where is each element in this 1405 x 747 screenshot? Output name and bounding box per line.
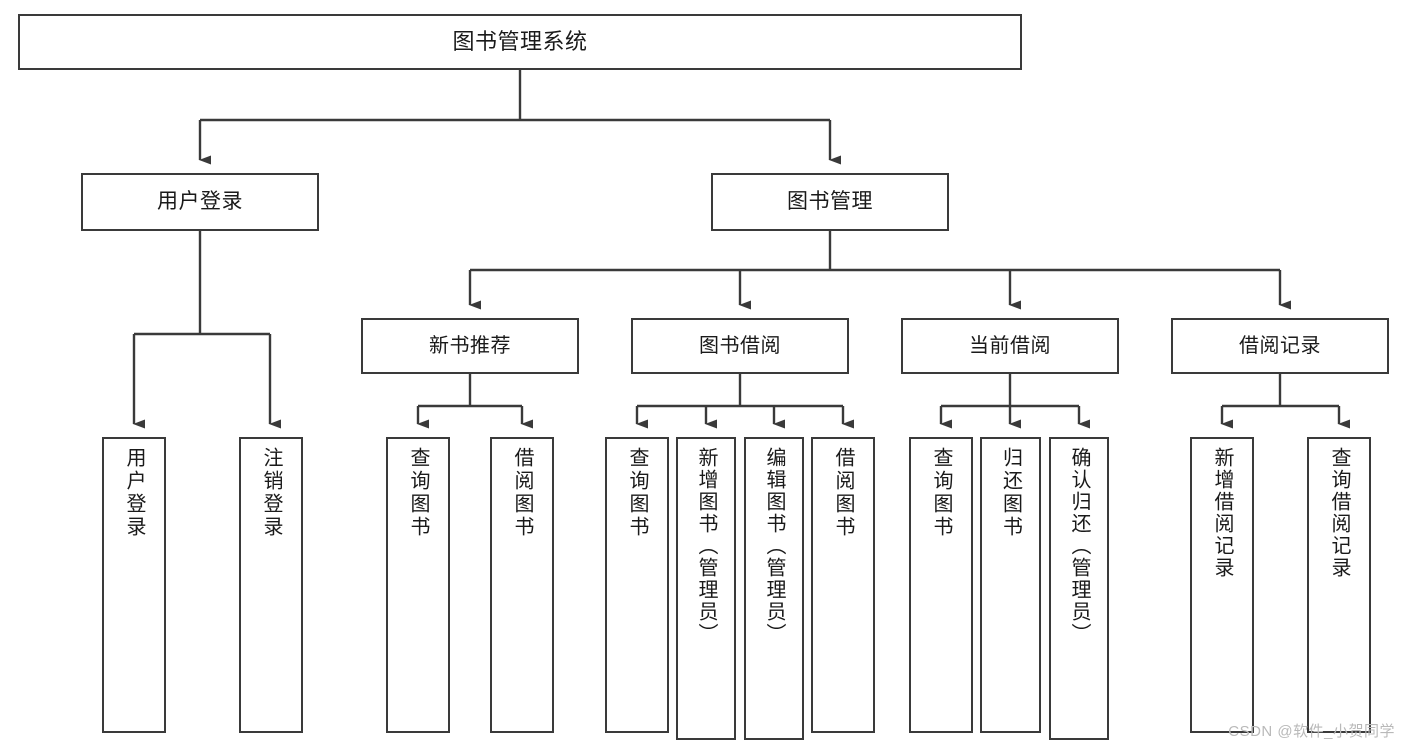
node-label: 查询图书 — [930, 447, 952, 539]
leaf-book-borrow-edit[interactable]: 编辑图书（管理员） — [744, 437, 804, 740]
node-label: 确认归还（管理员） — [1068, 447, 1090, 645]
node-book-borrow[interactable]: 图书借阅 — [631, 318, 849, 374]
leaf-current-borrow-query[interactable]: 查询图书 — [909, 437, 973, 733]
leaf-current-borrow-confirm[interactable]: 确认归还（管理员） — [1049, 437, 1109, 740]
node-label: 注销登录 — [260, 447, 282, 539]
node-label: 新增图书（管理员） — [695, 447, 717, 645]
leaf-borrow-record-add[interactable]: 新增借阅记录 — [1190, 437, 1254, 733]
node-label: 借阅记录 — [1239, 334, 1321, 357]
node-label: 归还图书 — [999, 447, 1022, 539]
node-current-borrow[interactable]: 当前借阅 — [901, 318, 1119, 374]
leaf-borrow-record-query[interactable]: 查询借阅记录 — [1307, 437, 1371, 733]
node-user-login[interactable]: 用户登录 — [81, 173, 319, 231]
node-new-book-recommend[interactable]: 新书推荐 — [361, 318, 579, 374]
leaf-current-borrow-return[interactable]: 归还图书 — [980, 437, 1041, 733]
node-label: 当前借阅 — [969, 334, 1051, 357]
node-label: 查询借阅记录 — [1328, 447, 1350, 579]
node-label: 新增借阅记录 — [1211, 447, 1233, 579]
node-label: 图书管理系统 — [452, 28, 588, 54]
leaf-book-borrow-query[interactable]: 查询图书 — [605, 437, 669, 733]
node-label: 图书管理 — [787, 190, 873, 214]
leaf-book-borrow-borrow[interactable]: 借阅图书 — [811, 437, 875, 733]
node-root[interactable]: 图书管理系统 — [18, 14, 1022, 70]
node-label: 用户登录 — [157, 190, 243, 214]
node-label: 编辑图书（管理员） — [763, 447, 785, 645]
leaf-new-book-query[interactable]: 查询图书 — [386, 437, 450, 733]
node-label: 图书借阅 — [699, 334, 781, 357]
watermark: CSDN @软件_小贺同学 — [1228, 723, 1395, 740]
leaf-book-borrow-add[interactable]: 新增图书（管理员） — [676, 437, 736, 740]
node-label: 查询图书 — [407, 447, 429, 539]
leaf-new-book-borrow[interactable]: 借阅图书 — [490, 437, 554, 733]
node-label: 用户登录 — [123, 447, 145, 539]
leaf-user-login-logout[interactable]: 注销登录 — [239, 437, 303, 733]
node-book-management[interactable]: 图书管理 — [711, 173, 949, 231]
node-label: 借阅图书 — [832, 447, 854, 539]
node-label: 查询图书 — [626, 447, 648, 539]
node-label: 新书推荐 — [429, 334, 511, 357]
node-borrow-record[interactable]: 借阅记录 — [1171, 318, 1389, 374]
node-label: 借阅图书 — [511, 447, 533, 539]
leaf-user-login-login[interactable]: 用户登录 — [102, 437, 166, 733]
